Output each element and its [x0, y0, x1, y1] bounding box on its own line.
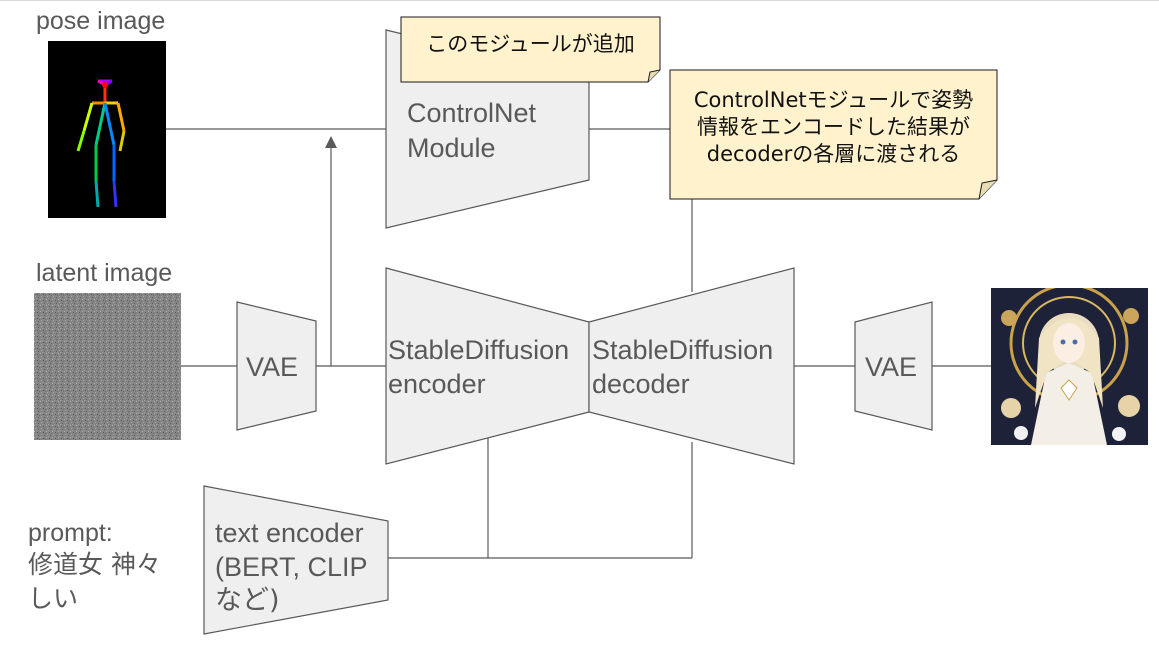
- pose-skeleton: [76, 79, 126, 208]
- controlnet-label-line2: Module: [407, 133, 496, 163]
- vae-encoder-block: [236, 301, 317, 431]
- text-encoder-label-line2: (BERT, CLIP: [215, 552, 368, 582]
- sd-encoder-label-line2: encoder: [388, 369, 486, 399]
- controlnet-label-line1: ControlNet: [407, 98, 537, 128]
- note-controlnet-fold: [978, 179, 998, 200]
- vae-decoder-label: VAE: [865, 352, 918, 382]
- sd-decoder-label-line2: decoder: [592, 369, 690, 399]
- note-controlnet-text-line2: 情報をエンコードした結果が: [697, 115, 970, 139]
- text-encoder-label-line3: など): [215, 585, 280, 616]
- sd-decoder-label-line1: StableDiffusion: [592, 335, 774, 365]
- text-encoder-block: [203, 485, 389, 635]
- output-image: [991, 288, 1148, 445]
- prompt-text-line1: 修道女 神々: [28, 550, 161, 579]
- note-controlnet-text-line3: decoderの各層に渡される: [706, 142, 961, 166]
- sd-encoder-label-line1: StableDiffusion: [388, 335, 570, 365]
- note-added-fold: [647, 69, 661, 83]
- note-added-text: このモジュールが追加: [426, 32, 635, 56]
- text-encoder-label-line1: text encoder: [215, 518, 364, 548]
- top-divider: [0, 0, 1159, 1]
- note-controlnet-text-line1: ControlNetモジュールで姿勢: [693, 88, 974, 112]
- sd-decoder-block: [588, 267, 795, 465]
- latent-image-label: latent image: [36, 259, 173, 287]
- vae-decoder-block: [854, 301, 933, 431]
- prompt-label: prompt:: [28, 519, 113, 547]
- latent-image: [34, 293, 181, 440]
- latent-noise: [34, 293, 181, 440]
- prompt-text-line2: しい: [28, 584, 79, 613]
- output-illustration: [991, 288, 1148, 445]
- pose-image: [48, 41, 166, 218]
- vae-encoder-label: VAE: [246, 352, 299, 382]
- pose-image-label: pose image: [36, 7, 166, 35]
